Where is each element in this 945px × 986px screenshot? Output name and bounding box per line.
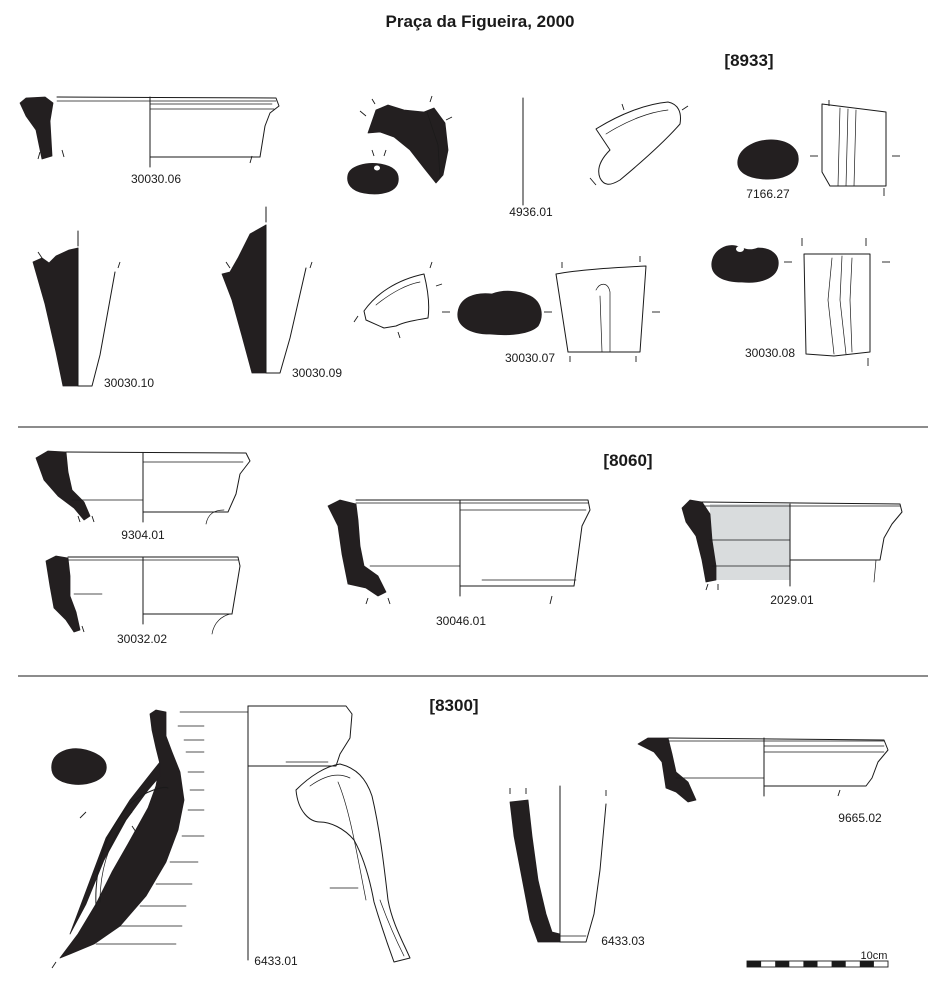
- drawing-6433-03: [509, 785, 607, 943]
- specimen-label-30032-02: 30032.02: [117, 632, 167, 646]
- drawing-9665-02: [637, 737, 889, 803]
- scale-bar-segment: [803, 961, 818, 967]
- drawing-curved-fragment: [589, 101, 689, 186]
- drawing-2029-01: [681, 499, 903, 591]
- specimen-label-7166-27: 7166.27: [746, 187, 790, 201]
- scale-bar-segment: [859, 961, 874, 967]
- specimen-label-30030-06: 30030.06: [131, 172, 181, 186]
- drawing-30030-06: [19, 96, 280, 168]
- specimen-label-9665-02: 9665.02: [838, 811, 882, 825]
- specimen-label-4936-01: 4936.01: [509, 205, 553, 219]
- drawing-wedge-fragment: [353, 261, 450, 339]
- plate-title: Praça da Figueira, 2000: [386, 12, 575, 31]
- scale-bar: 10cm: [746, 950, 889, 968]
- context-label-8060: [8060]: [603, 451, 652, 470]
- drawing-30030-10: [32, 230, 121, 387]
- drawing-6433-01: [51, 705, 411, 969]
- drawing-handle-fragment: [347, 95, 453, 195]
- specimen-label-9304-01: 9304.01: [121, 528, 165, 542]
- drawing-30030-08: [711, 238, 890, 366]
- drawing-30030-07: [457, 256, 660, 362]
- specimen-label-6433-01: 6433.01: [254, 954, 298, 968]
- specimen-label-2029-01: 2029.01: [770, 593, 814, 607]
- drawing-7166-27: [737, 100, 900, 196]
- specimen-label-30030-09: 30030.09: [292, 366, 342, 380]
- specimen-label-30046-01: 30046.01: [436, 614, 486, 628]
- specimen-label-30030-08: 30030.08: [745, 346, 795, 360]
- context-label-8933: [8933]: [724, 51, 773, 70]
- drawing-30046-01: [327, 499, 591, 605]
- specimen-label-30030-10: 30030.10: [104, 376, 154, 390]
- scale-bar-segment: [775, 961, 790, 967]
- context-label-8300: [8300]: [429, 696, 478, 715]
- drawing-30030-09: [221, 206, 313, 374]
- scale-bar-label: 10cm: [861, 950, 888, 962]
- scale-bar-segments: [747, 961, 874, 967]
- specimen-label-30030-07: 30030.07: [505, 351, 555, 365]
- drawing-30032-02: [45, 555, 241, 635]
- drawing-9304-01: [35, 450, 251, 525]
- specimen-label-6433-03: 6433.03: [601, 934, 645, 948]
- scale-bar-segment: [747, 961, 762, 967]
- scale-bar-segment: [831, 961, 846, 967]
